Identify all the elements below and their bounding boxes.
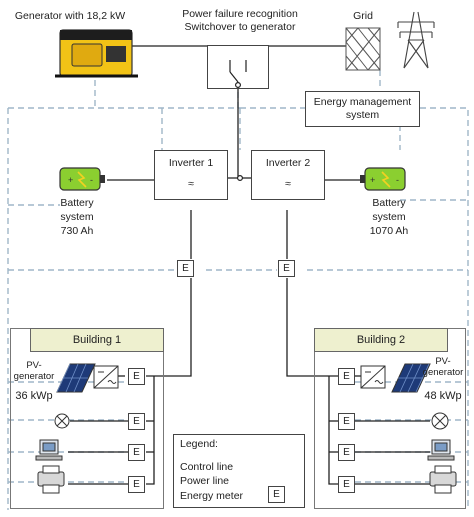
grid-label: Grid [353,10,373,22]
battery-1-capacity: 730 Ah [60,225,94,237]
building-2-meter-computer: E [338,444,355,461]
converter-icon-1 [93,365,119,389]
building-1-pv-label: PV- generator [8,360,60,382]
legend-box: Legend: Control line Power line Energy m… [173,434,305,508]
battery-icon-2: + - [360,167,406,191]
pv-panel-icon-2 [391,363,431,393]
inverter-2-label: Inverter 2 [265,157,311,169]
energy-meter-inverter-1: E [177,260,194,277]
switchover-line2: Switchover to generator [184,21,296,33]
lamp-icon-2 [431,412,449,430]
building-2-pv-line2: generator [422,367,464,378]
lamp-icon-1 [54,413,70,429]
switchover-box [207,45,269,89]
building-2-pv-label: PV- generator [418,356,468,378]
ems-line1: Energy management [313,96,412,108]
junction-dot [237,175,244,182]
grid-box [345,27,381,71]
building-1-meter-computer: E [128,444,145,461]
switchover-label: Power failure recognition Switchover to … [170,8,310,34]
battery-1-line2: system [60,211,94,223]
battery-1-label: Battery system 730 Ah [42,196,112,238]
building-2-meter-printer: E [338,476,355,493]
printer-icon-1 [37,465,65,494]
switchover-line1: Power failure recognition [182,8,298,20]
converter-icon-2 [360,365,386,389]
inverter-1-box: Inverter 1 ≈ [154,150,228,200]
building-2-pv-line1: PV- [435,356,451,367]
building-2-title: Building 2 [314,328,448,352]
legend-meter-sample: E [268,486,285,503]
battery-2-line1: Battery [372,197,406,209]
energy-meter-inverter-2: E [278,260,295,277]
inverter-2-symbol: ≈ [285,178,291,190]
building-2-meter-lamp: E [338,413,355,430]
printer-icon-2 [429,465,457,494]
pv-panel-icon-1 [56,363,96,393]
svg-text:-: - [90,175,93,185]
legend-control-line: Control line [180,461,234,473]
building-1-meter-lamp: E [128,413,145,430]
ems-line2: system [345,109,380,121]
svg-text:+: + [68,175,73,185]
switch-symbol [229,60,247,88]
generator-image [55,29,138,78]
building-2-pv-power: 48 kWp [424,390,462,402]
computer-icon-1 [35,439,63,461]
svg-text:+: + [370,175,375,185]
legend-energy-meter: Energy meter [180,490,244,502]
building-1-meter-pv: E [128,368,145,385]
inverter-1-label: Inverter 1 [168,157,214,169]
battery-icon-1: + - [59,167,105,191]
power-tower-icon [397,11,435,69]
svg-text:-: - [396,175,399,185]
generator-label: Generator with 18,2 kW [14,10,126,22]
battery-2-capacity: 1070 Ah [369,225,409,237]
building-1-meter-printer: E [128,476,145,493]
building-1-title: Building 1 [30,328,164,352]
battery-2-label: Battery system 1070 Ah [354,196,424,238]
building-1-pv-power: 36 kWp [15,390,53,402]
inverter-2-box: Inverter 2 ≈ [251,150,325,200]
computer-icon-2 [427,439,455,461]
building-2-meter-pv: E [338,368,355,385]
energy-management-box: Energy management system [305,91,420,127]
building-1-pv-line2: generator [13,371,55,382]
battery-1-line1: Battery [60,197,94,209]
inverter-1-symbol: ≈ [188,178,194,190]
legend-title: Legend: [180,438,218,450]
building-1-pv-line1: PV- [26,360,42,371]
battery-2-line2: system [372,211,406,223]
legend-power-line: Power line [180,475,230,487]
